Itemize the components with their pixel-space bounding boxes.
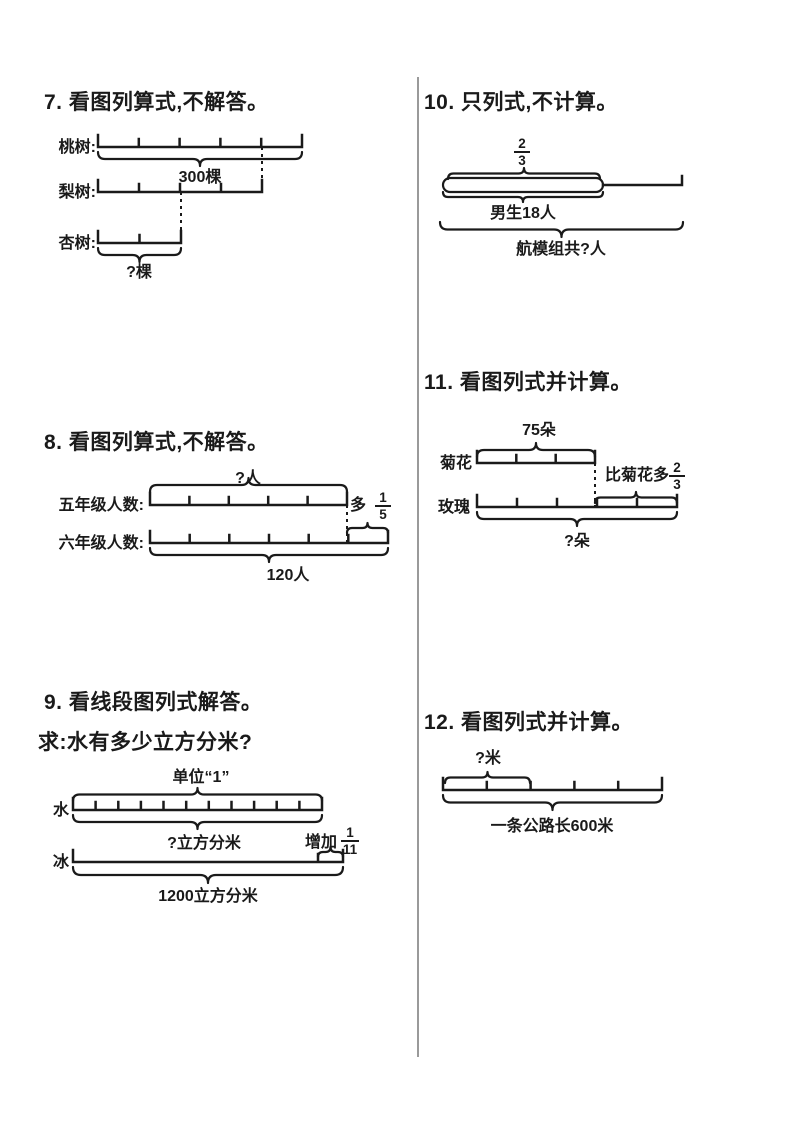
chrysanthemum-top-brace: [475, 441, 597, 459]
more-than-label: 比菊花多: [605, 465, 669, 484]
pear-row-label: 梨树:: [58, 182, 96, 201]
grade5-bar: [148, 491, 349, 507]
group-total-brace: [438, 220, 685, 239]
chrysanthemum-bar: [475, 449, 597, 465]
water-top-brace: [71, 786, 324, 803]
boys-segment-box: [441, 176, 605, 194]
problem-9-question: 求:水有多少立方分米?: [38, 731, 253, 754]
problem-7-title: 7. 看图列算式,不解答。: [44, 91, 269, 114]
more-label: 多: [350, 495, 366, 514]
fraction-denominator: 3: [518, 153, 526, 168]
grade5-top-brace: [148, 476, 349, 494]
apricot-bar: [96, 229, 183, 245]
ice-extra-brace: [316, 845, 345, 859]
column-divider: [417, 77, 419, 1057]
road-unknown-label: ?米: [475, 748, 502, 767]
road-bar: [441, 776, 664, 792]
problem-8-title: 8. 看图列算式,不解答。: [44, 431, 269, 454]
rose-total-label: ?朵: [564, 532, 590, 550]
water-bar: [71, 796, 324, 812]
group-total-label: 航模组共?人: [516, 239, 607, 258]
ice-row-label: 冰: [53, 852, 70, 871]
extra-part-brace: [345, 521, 390, 535]
problem-12-diagram: ?米 一条公路长600米: [441, 748, 664, 835]
grade6-row-label: 六年级人数:: [59, 533, 144, 552]
road-part-brace: [443, 770, 532, 785]
fraction-denominator: 11: [343, 842, 358, 857]
fraction-denominator: 3: [673, 477, 681, 492]
apricot-row-label: 杏树:: [58, 233, 96, 252]
water-row-label: 水: [53, 800, 70, 819]
fraction-denominator: 5: [379, 507, 387, 522]
grade6-total-label: 120人: [267, 566, 311, 584]
fraction-numerator: 1: [346, 825, 354, 840]
peach-row-label: 桃树:: [59, 137, 96, 156]
rest-segment-line: [601, 174, 684, 187]
problem-11-title: 11. 看图列式并计算。: [424, 371, 632, 394]
problem-11-diagram: 75朵 菊花 比菊花多 2 3 玫瑰 ?朵: [438, 421, 685, 550]
chrysanthemum-count-label: 75朵: [522, 421, 556, 439]
ice-bar: [71, 848, 345, 864]
ice-total-label: 1200立方分米: [158, 886, 259, 905]
problem-9-diagram: 单位“1” 水 ?立方分米 增加 1 11 冰 1200立方分米: [53, 767, 359, 905]
problem-8-diagram: ?人 五年级人数: 多 1 5 六年级人数: 120人: [59, 469, 391, 584]
apricot-brace: [96, 246, 183, 264]
ice-total-brace: [71, 865, 345, 885]
grade6-bar: [148, 529, 390, 545]
peach-bar: [96, 133, 304, 149]
peach-total-label: 300棵: [179, 167, 222, 186]
fraction-numerator: 2: [673, 460, 681, 475]
boys-top-brace: [446, 166, 602, 181]
problem-12-title: 12. 看图列式并计算。: [424, 711, 634, 734]
apricot-unknown-label: ?棵: [126, 262, 152, 281]
problem-9-title: 9. 看线段图列式解答。: [44, 691, 263, 714]
road-total-brace: [441, 793, 664, 812]
water-unknown-label: ?立方分米: [167, 833, 242, 852]
grade5-row-label: 五年级人数:: [59, 495, 144, 514]
boys-bottom-brace: [441, 190, 605, 204]
problem-10-diagram: 2 3 男生18人 航模组共?人: [438, 136, 685, 258]
boys-label: 男生18人: [490, 203, 557, 222]
grade6-total-brace: [148, 546, 390, 564]
increase-label: 增加: [305, 832, 337, 851]
peach-total-brace: [96, 150, 304, 168]
problem-7-diagram: 桃树: 300棵 梨树: 杏树: ?棵: [58, 133, 304, 281]
chrysanthemum-row-label: 菊花: [440, 453, 472, 472]
fraction-numerator: 2: [518, 136, 526, 151]
problem-10-title: 10. 只列式,不计算。: [424, 91, 618, 114]
rose-bar: [475, 493, 679, 509]
unit-one-label: 单位“1”: [173, 767, 230, 786]
rose-row-label: 玫瑰: [438, 497, 470, 516]
water-bottom-brace: [71, 813, 324, 831]
road-total-label: 一条公路长600米: [491, 816, 615, 835]
fraction-numerator: 1: [379, 490, 387, 505]
rose-total-brace: [475, 510, 679, 528]
